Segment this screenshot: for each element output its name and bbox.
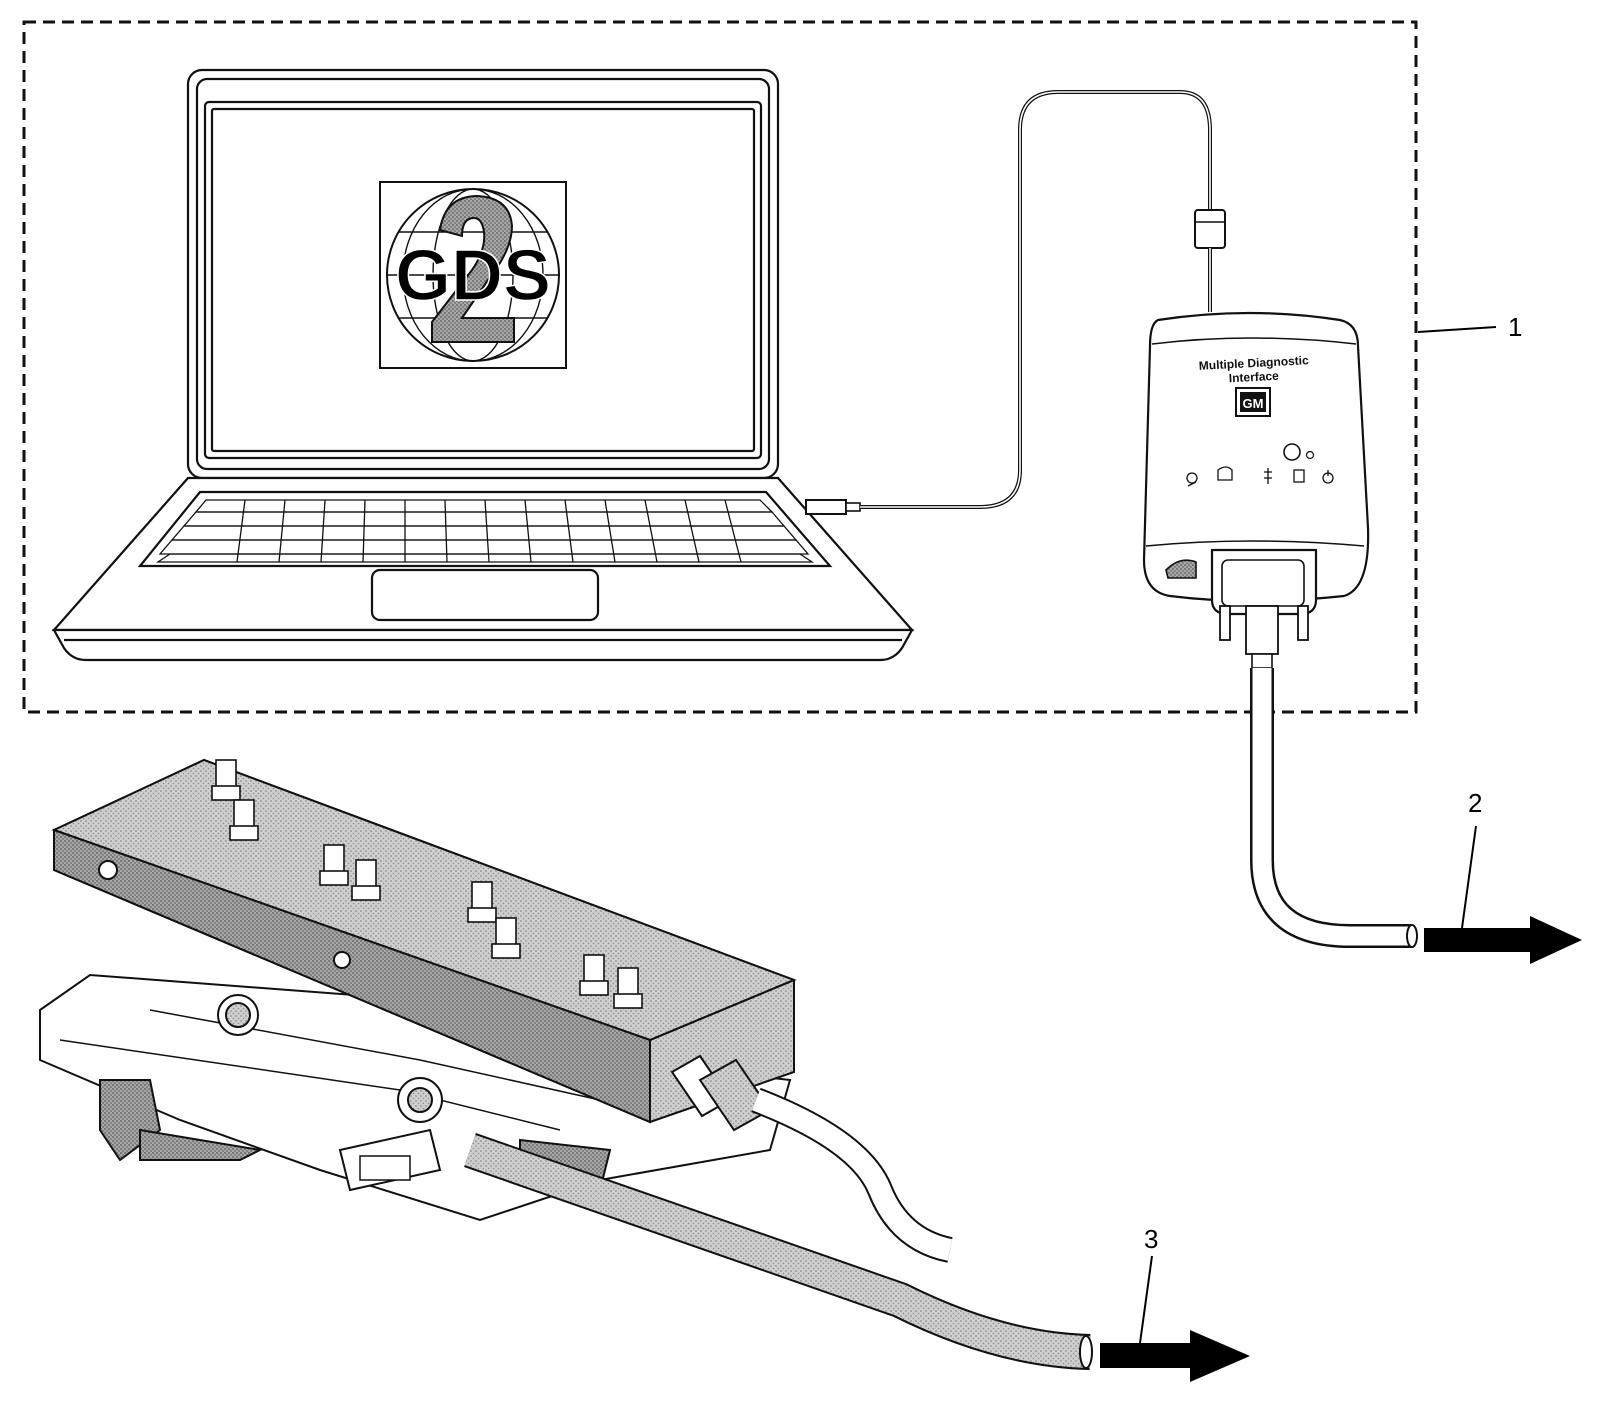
- mdi-label-line2: Interface: [1228, 369, 1279, 386]
- gm-badge: GM: [1243, 396, 1264, 411]
- callout-2: 2: [1468, 788, 1482, 818]
- gds-logo-text: GDS: [395, 236, 551, 316]
- mdi-status-icons: [1186, 466, 1334, 487]
- mdi-vehicle-cable: [1250, 668, 1418, 948]
- tool-kit-boundary: [22, 20, 1418, 714]
- laptop: [51, 68, 915, 662]
- callout-3: 3: [1144, 1224, 1158, 1254]
- usb-cable: [805, 90, 1226, 515]
- callout-1-leader: [1417, 326, 1497, 333]
- valve-body-assembly: [39, 758, 797, 1222]
- mdi-label-line1: Multiple Diagnostic: [1198, 353, 1309, 373]
- callout-2-leader: [1461, 825, 1477, 929]
- mdi-interface: Multiple Diagnostic Interface GM: [1142, 311, 1370, 669]
- callout-3-leader: [1139, 1255, 1153, 1344]
- pressure-fittings: [211, 759, 643, 1009]
- mdi-power-button: [1283, 443, 1301, 461]
- harness-cable: [464, 1132, 1093, 1370]
- callout-1: 1: [1508, 312, 1522, 342]
- gds-logo: GDS: [379, 181, 567, 369]
- arrow-3: [1100, 1330, 1250, 1382]
- arrow-2: [1424, 916, 1582, 964]
- adapter-cable: [751, 1087, 953, 1263]
